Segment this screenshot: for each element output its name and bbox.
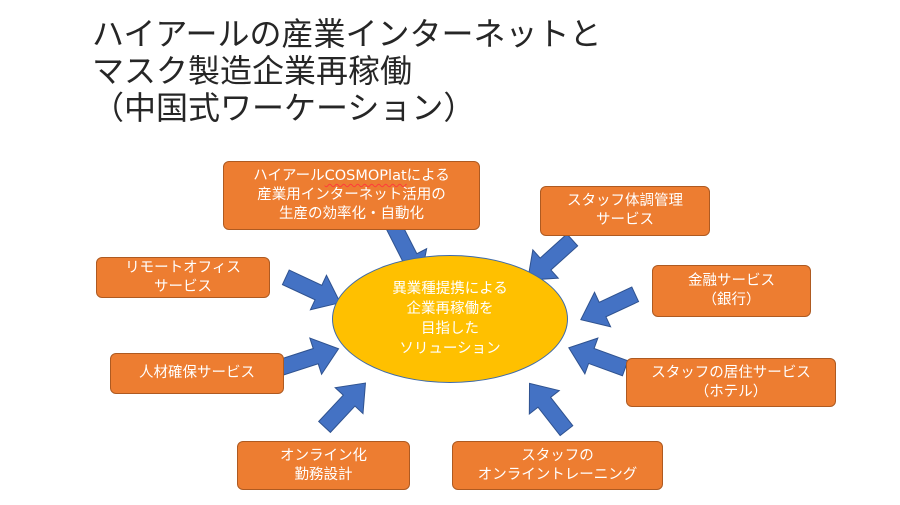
box-finance-line-2: （銀行）: [702, 292, 761, 308]
box-staff-health-line-1: スタッフ体調管理: [567, 193, 683, 209]
box-cosmoplat-line-1: ハイアールCOSMOPlatによる: [253, 168, 450, 184]
box-hiring: 人材確保サービス: [110, 353, 284, 394]
box-online-training: スタッフの オンライントレーニング: [452, 441, 663, 490]
box-finance: 金融サービス （銀行）: [652, 265, 811, 317]
box-online-training-line-1: スタッフの: [521, 447, 594, 464]
slide-title: ハイアールの産業インターネットと マスク製造企業再稼働 （中国式ワーケーション）: [92, 16, 852, 127]
title-line-3: （中国式ワーケーション）: [92, 89, 476, 127]
box-cosmoplat-line-2: 産業用インターネット活用の: [257, 187, 446, 203]
box-housing-line-2: （ホテル）: [694, 383, 768, 400]
box-online-training-line-2: オンライントレーニング: [477, 466, 638, 483]
box-remote-office: リモートオフィス サービス: [96, 257, 270, 298]
center-line-2: 企業再稼働を: [406, 301, 494, 317]
box-housing-line-1: スタッフの居住サービス: [651, 364, 811, 381]
box-online-work-line-2: 勤務設計: [294, 466, 353, 483]
box-staff-health-line-2: サービス: [596, 212, 654, 228]
box-cosmoplat-line-3: 生産の効率化・自動化: [279, 206, 424, 222]
center-line-3: 目指した: [421, 321, 479, 337]
center-line-1: 異業種提携による: [392, 281, 508, 297]
title-line-2: マスク製造企業再稼働: [92, 52, 413, 90]
center-line-4: ソリューション: [399, 341, 501, 357]
box-online-work-line-1: オンライン化: [280, 447, 367, 464]
box-staff-health: スタッフ体調管理 サービス: [540, 186, 710, 236]
title-line-1: ハイアールの産業インターネットと: [92, 15, 602, 53]
box-housing: スタッフの居住サービス （ホテル）: [626, 358, 836, 407]
arrow-from-online-training: [514, 371, 582, 443]
arrow-from-online-work: [310, 369, 380, 441]
box-hiring-line-1: 人材確保サービス: [139, 365, 255, 381]
center-solution-ellipse: 異業種提携による 企業再稼働を 目指した ソリューション: [332, 255, 568, 383]
arrow-from-finance: [572, 276, 644, 338]
arrow-from-housing: [561, 329, 633, 387]
cosmoplat-brand: COSMOPlat: [324, 168, 407, 184]
arrow-from-hiring: [275, 330, 345, 386]
box-finance-line-1: 金融サービス: [688, 273, 775, 289]
box-remote-office-line-2: サービス: [154, 278, 212, 295]
box-remote-office-line-1: リモートオフィス: [125, 259, 241, 276]
box-cosmoplat: ハイアールCOSMOPlatによる 産業用インターネット活用の 生産の効率化・自…: [223, 161, 480, 230]
box-online-work: オンライン化 勤務設計: [237, 441, 410, 490]
